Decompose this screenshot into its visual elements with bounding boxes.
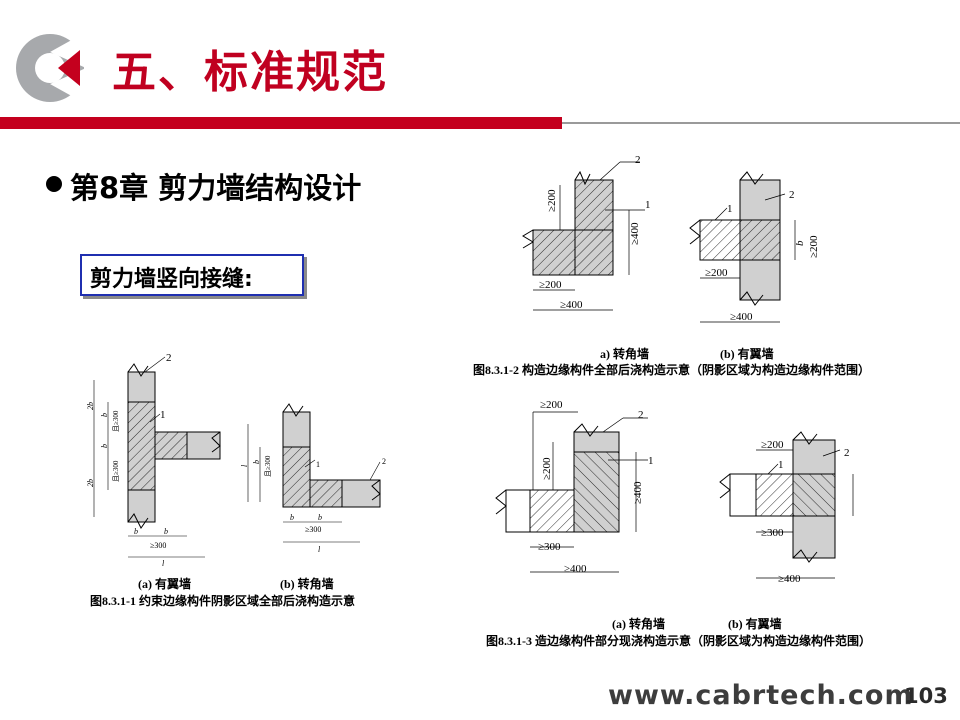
fig3-caption: 图8.3.1-3 造边缘构件部分现浇构造示意（阴影区域为构造边缘构件范围） — [486, 634, 871, 648]
fig1a-bw-bottom: b — [134, 527, 138, 536]
fig1b-bw: b — [252, 460, 261, 464]
fig2b-drawing — [689, 171, 796, 323]
fig3b-drawing — [719, 431, 854, 579]
fig3b-dim-total: ≥400 — [778, 573, 801, 585]
fig2-caption: 图8.3.1-2 构造边缘构件全部后浇构造示意（阴影区域为构造边缘构件范围） — [473, 363, 870, 377]
fig2-sub-b: (b) 有翼墙 — [720, 347, 774, 361]
fig1b-lc-bottom: l — [318, 545, 321, 554]
fig1a-lc: l — [162, 559, 165, 568]
figure-8-3-1-2: ≥200 ≥400 ≥200 ≥400 2 1 1 2 b ≥200 ≥200 … — [522, 154, 820, 323]
fig3-sub-a: (a) 转角墙 — [612, 617, 665, 631]
fig1b-drawing — [247, 403, 381, 543]
fig3a-drawing — [495, 411, 648, 573]
fig1a-ge300-top: 且≥300 — [112, 410, 120, 432]
fig2-sub-a: a) 转角墙 — [600, 347, 649, 361]
fig2a-label-1: 1 — [645, 199, 651, 211]
fig2a-drawing — [522, 161, 645, 311]
fig3b-label-1: 1 — [778, 459, 784, 471]
fig1b-ge300-b: ≥300 — [305, 525, 321, 534]
fig1b-label-2: 2 — [382, 457, 386, 466]
fig3a-dim-bottom: ≥300 — [538, 541, 561, 553]
fig3a-dim-top: ≥200 — [540, 399, 563, 411]
fig1a-label-2: 2 — [166, 352, 172, 364]
fig2b-dim-side: ≥200 — [808, 235, 820, 258]
cabrtech-logo-icon — [16, 32, 86, 104]
fig1a-2bf-bottom: 2b — [86, 479, 95, 487]
fig2b-label-2: 2 — [789, 189, 795, 201]
header-divider-grey — [562, 122, 960, 124]
fig1-caption: 图8.3.1-1 约束边缘构件阴影区域全部后浇构造示意 — [90, 594, 355, 608]
fig2b-dim-bw: b — [794, 240, 806, 246]
fig2b-label-1: 1 — [727, 203, 733, 215]
fig3b-label-2: 2 — [844, 447, 850, 459]
fig3b-dim-bottom: ≥300 — [761, 527, 784, 539]
fig2a-dim-side: ≥400 — [629, 222, 641, 245]
page-title: 五、标准规范 — [112, 47, 388, 98]
fig1-sub-a: (a) 有翼墙 — [138, 577, 191, 591]
fig1a-drawing — [93, 356, 221, 558]
fig2a-label-2: 2 — [635, 154, 641, 166]
fig3b-dim-top: ≥200 — [761, 439, 784, 451]
fig2a-dim-bottom: ≥200 — [539, 279, 562, 291]
fig1b-label-1: 1 — [316, 460, 320, 469]
fig1b-bf-bottom: b — [318, 513, 322, 522]
fig1a-bw: b — [100, 444, 109, 448]
fig3a-dim-total: ≥400 — [564, 563, 587, 575]
figure-8-3-1-1: 2 1 2b 2b b b 且≥300 且≥300 b b ≥300 l 2 1… — [86, 352, 386, 568]
figure-8-3-1-3: ≥200 ≥200 ≥400 ≥300 ≥400 2 1 ≥200 1 2 ≥3… — [495, 399, 854, 585]
fig2a-dim-total: ≥400 — [560, 299, 583, 311]
fig1b-ge300: 且≥300 — [264, 455, 272, 477]
fig2b-dim-total: ≥400 — [730, 311, 753, 323]
fig1a-ge300-bottom: 且≥300 — [112, 460, 120, 482]
fig1a-bf-top: b — [100, 413, 109, 417]
header-divider-red — [0, 117, 562, 129]
fig3a-dim-side: ≥200 — [541, 457, 553, 480]
footer-url: www.cabrtech.com — [608, 680, 914, 711]
bullet-dot — [46, 176, 62, 192]
fig1-sub-b: (b) 转角墙 — [280, 577, 334, 591]
fig2b-dim-bottom: ≥200 — [705, 267, 728, 279]
fig3a-dim-right: ≥400 — [632, 481, 644, 504]
fig3a-label-2: 2 — [638, 409, 644, 421]
fig1a-ge300: ≥300 — [150, 541, 166, 550]
note-box — [80, 254, 304, 296]
fig1a-label-1: 1 — [160, 409, 166, 421]
fig1a-2bf-top: 2b — [86, 402, 95, 410]
fig1b-lc: l — [240, 464, 249, 467]
fig1b-bw-bottom: b — [290, 513, 294, 522]
fig3a-label-1: 1 — [648, 455, 654, 467]
fig2a-dim-top: ≥200 — [546, 189, 558, 212]
page-number: 103 — [904, 684, 948, 708]
fig1a-bc-bottom: b — [164, 527, 168, 536]
fig3-sub-b: (b) 有翼墙 — [728, 617, 782, 631]
note-text: 剪力墙竖向接缝: — [90, 267, 253, 292]
chapter-heading: 第8章 剪力墙结构设计 — [70, 171, 362, 205]
